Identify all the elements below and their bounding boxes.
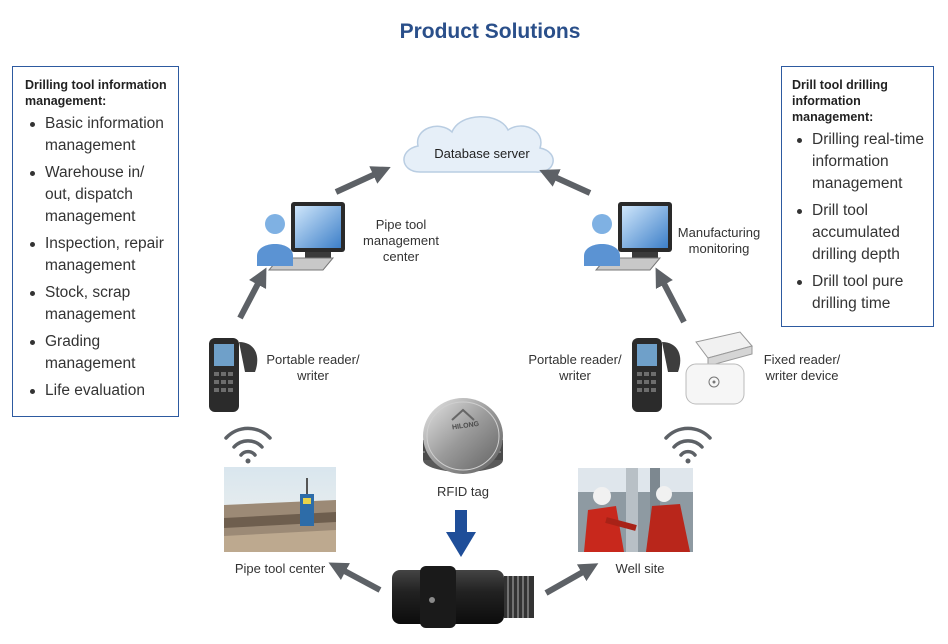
portable-reader-left-label: Portable reader/ writer	[266, 352, 360, 383]
rfid-tag-label: RFID tag	[436, 484, 489, 499]
panel-heading: Drill tool drilling information manageme…	[792, 78, 888, 124]
list-item: Life evaluation	[30, 380, 170, 402]
arrow-mgmt-to-database	[334, 166, 391, 195]
arrow-pipe-to-pipe-center	[328, 562, 382, 593]
wifi-icon	[664, 426, 712, 464]
pipe-tool-management-center-label: Pipe tool management center	[363, 217, 439, 264]
list-item: Stock, scrap management	[30, 282, 170, 326]
handheld-reader-icon	[209, 338, 258, 412]
drilling-tool-info-panel: Drilling tool information management: Ba…	[12, 66, 179, 417]
handheld-reader-icon	[632, 338, 681, 412]
drill-pipe-icon	[392, 566, 534, 628]
fixed-reader-icon	[685, 331, 753, 405]
arrow-manufacturing-to-database	[539, 169, 592, 196]
cloud-icon	[403, 116, 554, 173]
manufacturing-monitoring-label: Manufacturing monitoring	[677, 225, 761, 256]
list-item: Drill tool accumulated drilling depth	[797, 200, 927, 266]
pipe-tool-center-photo	[224, 467, 336, 552]
feature-list: Drilling real-time information managemen…	[792, 129, 927, 315]
list-item: Grading management	[30, 331, 170, 375]
fixed-reader-label: Fixed reader/ writer device	[763, 352, 841, 383]
portable-reader-right-label: Portable reader/ writer	[528, 352, 622, 383]
blue-down-arrow	[446, 510, 476, 557]
well-site-label: Well site	[615, 561, 665, 576]
wifi-icon	[224, 426, 272, 464]
arrow-reader-to-manufacturing	[655, 267, 687, 324]
pipe-tool-center-label: Pipe tool center	[234, 561, 326, 576]
feature-list: Basic information management Warehouse i…	[25, 113, 170, 402]
computer-user-icon	[584, 202, 672, 271]
database-server-label: Database server	[434, 146, 530, 161]
list-item: Inspection, repair management	[30, 233, 170, 277]
panel-heading: Drilling tool information management:	[25, 78, 167, 108]
arrow-pipe-to-well-site	[544, 563, 599, 596]
computer-user-icon	[257, 202, 345, 271]
page-title: Product Solutions	[399, 20, 581, 43]
list-item: Warehouse in/ out, dispatch management	[30, 162, 170, 228]
well-site-photo	[578, 468, 693, 552]
list-item: Basic information management	[30, 113, 170, 157]
list-item: Drill tool pure drilling time	[797, 271, 927, 315]
arrow-reader-to-mgmt	[237, 267, 267, 320]
rfid-tag-icon	[423, 398, 503, 474]
drill-tool-drilling-info-panel: Drill tool drilling information manageme…	[781, 66, 934, 327]
list-item: Drilling real-time information managemen…	[797, 129, 927, 195]
